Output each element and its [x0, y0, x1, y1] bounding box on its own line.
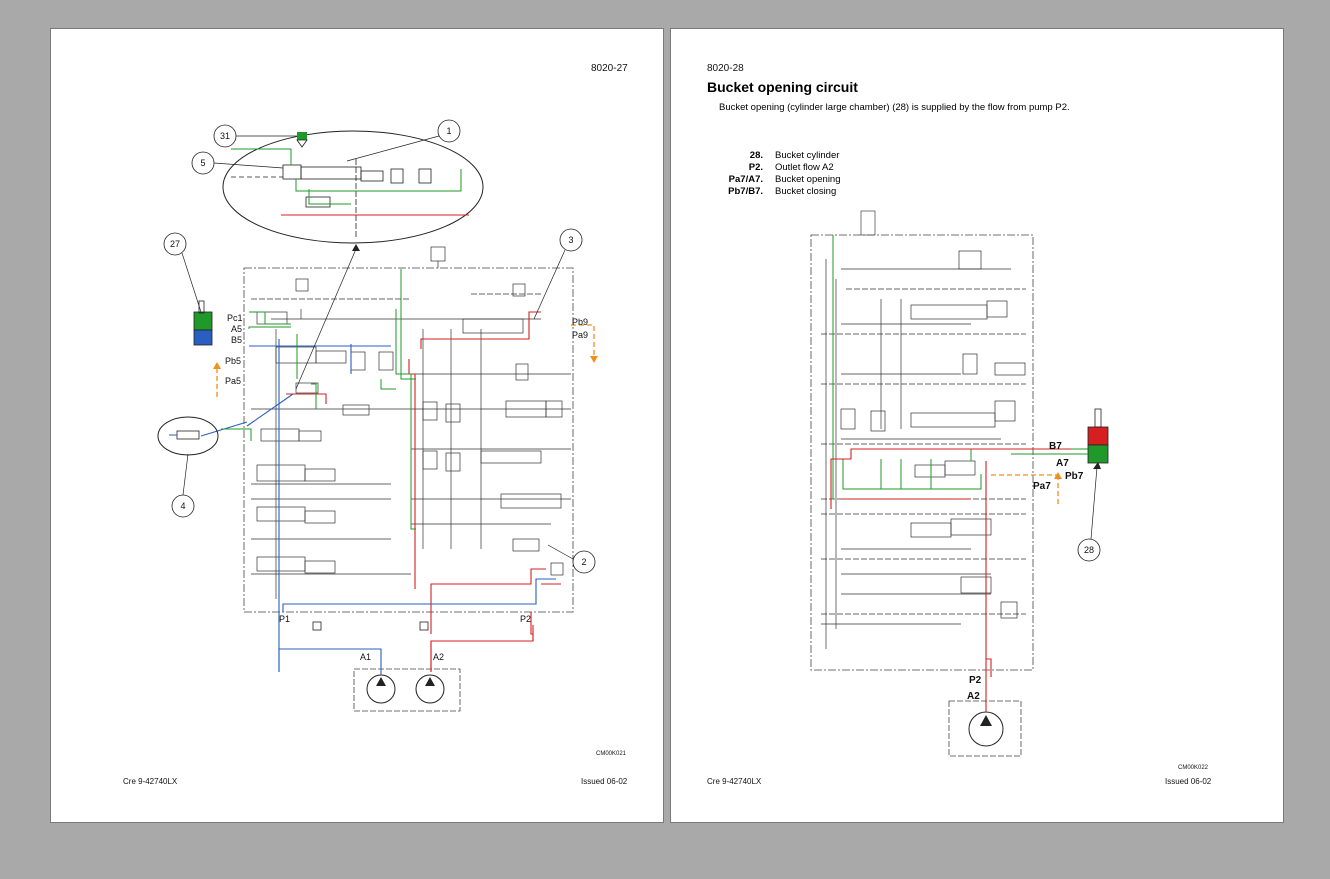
footer-right: Issued 06-02	[1165, 777, 1212, 786]
callout-2: 2	[581, 557, 586, 567]
port-p1: P1	[279, 614, 290, 624]
callout-4: 4	[180, 501, 185, 511]
port-pa5: Pa5	[225, 376, 241, 386]
page-number: 8020-27	[591, 63, 628, 74]
footer-right: Issued 06-02	[581, 777, 628, 786]
legend-item: 28. Bucket cylinder	[689, 150, 841, 162]
port-pb5: Pb5	[225, 356, 241, 366]
port-pc1: Pc1	[227, 313, 243, 323]
legend-value: Bucket cylinder	[775, 150, 840, 161]
callout-5: 5	[200, 158, 205, 168]
callout-27: 27	[170, 239, 180, 249]
port-a5: A5	[231, 324, 242, 334]
callout-1: 1	[446, 126, 451, 136]
port-b5: B5	[231, 335, 242, 345]
footer-left: Cre 9-42740LX	[707, 777, 762, 786]
callout-28: 28	[1084, 545, 1094, 555]
callout-3: 3	[568, 235, 573, 245]
legend-value: Outlet flow A2	[775, 162, 834, 173]
figure-code: CM00K021	[596, 751, 627, 757]
port-pb7: Pb7	[1065, 471, 1084, 482]
legend-item: P2. Outlet flow A2	[689, 162, 841, 174]
callout-31: 31	[220, 131, 230, 141]
section-title: Bucket opening circuit	[707, 79, 858, 95]
port-pa9: Pa9	[572, 330, 588, 340]
port-b7: B7	[1049, 441, 1062, 452]
legend-item: Pa7/A7. Bucket opening	[689, 174, 841, 186]
port-pa7: Pa7	[1033, 481, 1051, 492]
port-p2: P2	[520, 614, 531, 624]
hydraulic-diagram-left: 31 1 5 27 3 4 2 Pc1 A5 B5 Pb5 Pa5 Pb9 Pa…	[157, 119, 598, 712]
port-a2: A2	[433, 652, 444, 662]
legend-key: Pb7/B7.	[728, 186, 763, 197]
legend: 28. Bucket cylinder P2. Outlet flow A2 P…	[689, 150, 841, 198]
port-a2: A2	[967, 691, 980, 702]
port-a7: A7	[1056, 458, 1069, 469]
page-number: 8020-28	[707, 63, 744, 74]
legend-key: Pa7/A7.	[728, 174, 763, 185]
legend-value: Bucket opening	[775, 174, 841, 185]
port-pb9: Pb9	[572, 317, 588, 327]
right-page: 8020-28 Bucket opening circuit Bucket op…	[670, 28, 1284, 823]
port-a1: A1	[360, 652, 371, 662]
hydraulic-diagram-right: 28 B7 A7 Pa7 Pb7 P2 A2	[810, 210, 1109, 757]
legend-item: Pb7/B7. Bucket closing	[689, 186, 841, 198]
figure-code: CM00K022	[1178, 765, 1209, 771]
left-page: 8020-27	[50, 28, 664, 823]
footer-left: Cre 9-42740LX	[123, 777, 178, 786]
legend-value: Bucket closing	[775, 186, 837, 197]
legend-key: 28.	[749, 150, 763, 161]
port-p2: P2	[969, 675, 982, 686]
section-description: Bucket opening (cylinder large chamber) …	[719, 102, 1070, 113]
legend-key: P2.	[748, 162, 763, 173]
